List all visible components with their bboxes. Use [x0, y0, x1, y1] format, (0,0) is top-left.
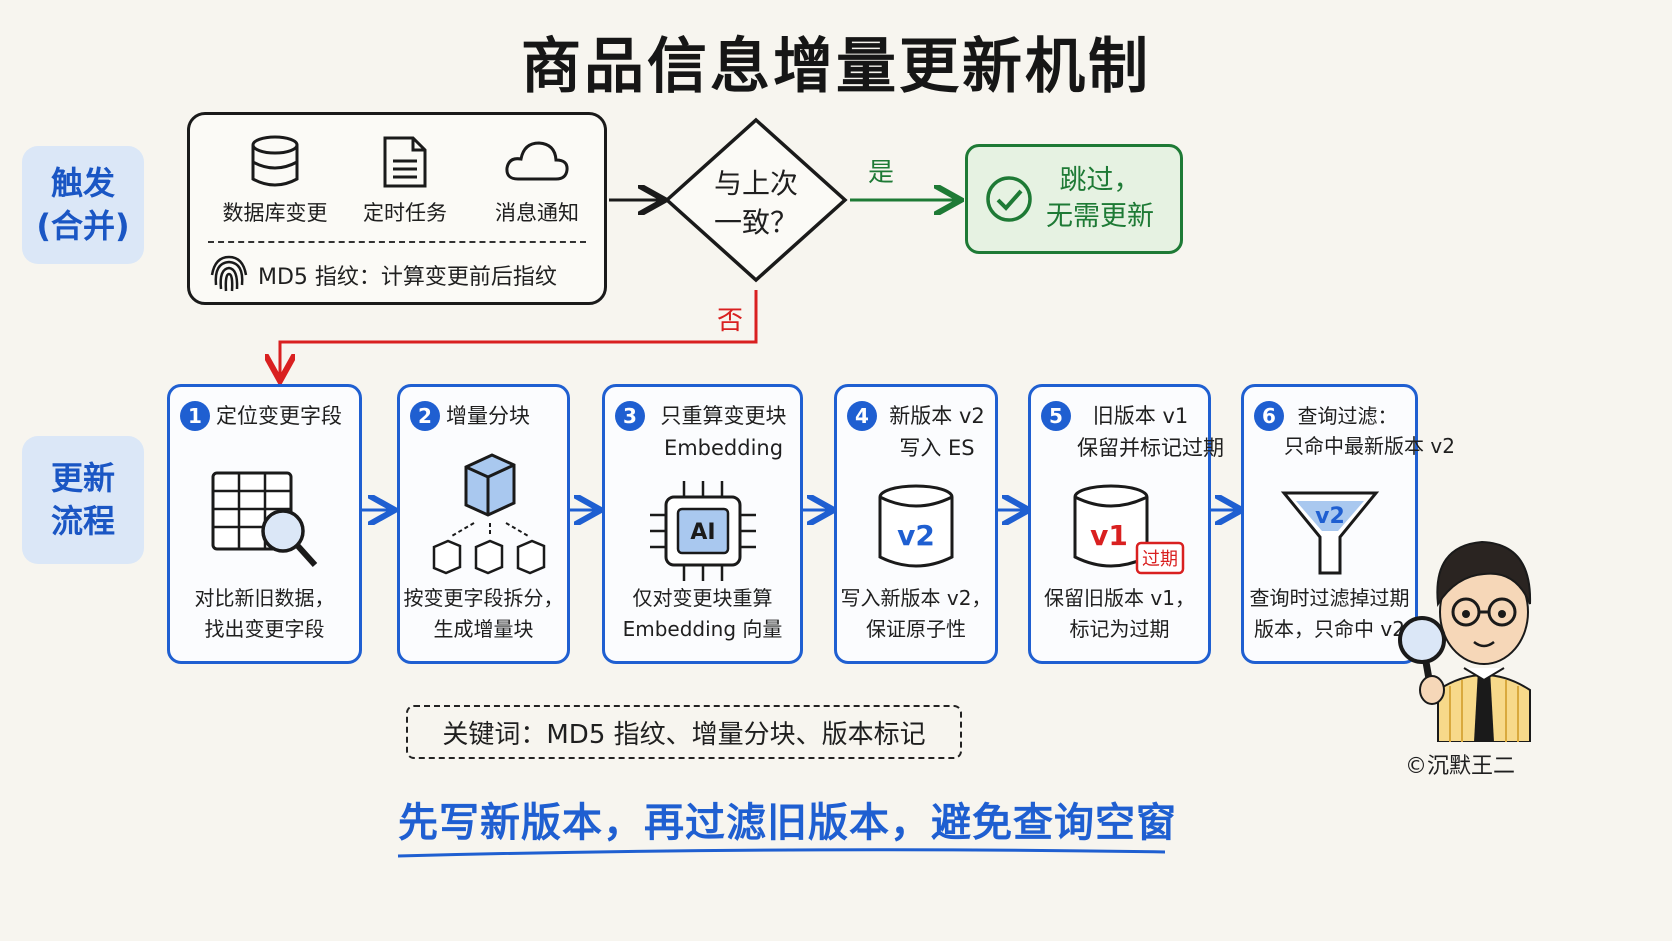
- footer-text: 先写新版本，再过滤旧版本，避免查询空窗: [398, 800, 1177, 846]
- skip-box: 跳过， 无需更新: [965, 144, 1183, 254]
- update-section-label: 更新 流程: [22, 436, 144, 564]
- document-icon: [383, 136, 427, 188]
- footer-underline: [397, 848, 1166, 858]
- source-scheduled-task: 定时任务: [340, 135, 470, 227]
- step-2-title: 增量分块: [446, 404, 530, 428]
- no-arrow: [280, 290, 758, 378]
- keywords-box: 关键词：MD5 指纹、增量分块、版本标记: [406, 705, 962, 759]
- step-4-number: 4: [847, 401, 877, 431]
- step-6-number: 6: [1254, 401, 1284, 431]
- step-2-card: 2 增量分块 按变更字段拆分， 生成增量块: [397, 384, 570, 664]
- step-6-desc: 查询时过滤掉过期 版本，只命中 v2: [1249, 586, 1410, 641]
- step-3-number: 3: [615, 401, 645, 431]
- keywords-text: 关键词：MD5 指纹、增量分块、版本标记: [442, 719, 926, 750]
- step-1-title: 定位变更字段: [216, 404, 342, 428]
- step-3-card: 3 只重算变更块 Embedding AI 仅对变更块重算 Embedding …: [602, 384, 803, 664]
- trigger-section-label: 触发 (合并): [22, 146, 144, 264]
- source-message-notification: 消息通知: [472, 135, 602, 227]
- step-6-icon-wrap: v2: [1244, 487, 1415, 577]
- page-title: 商品信息增量更新机制: [521, 32, 1151, 102]
- cube-split-icon: [432, 453, 545, 575]
- step-6-title: 查询过滤： 只命中最新版本 v2: [1284, 404, 1455, 458]
- check-circle-icon: [986, 176, 1032, 222]
- cloud-icon: [505, 141, 569, 181]
- decision-label: 与上次 一致？: [713, 167, 798, 240]
- step-2-desc: 按变更字段拆分， 生成增量块: [403, 586, 564, 641]
- yes-label: 是: [868, 158, 895, 188]
- source-scheduled-task-label: 定时任务: [363, 201, 447, 225]
- trigger-divider: [208, 241, 586, 243]
- step-1-number: 1: [180, 401, 210, 431]
- database-v1-badge: v1: [1090, 519, 1128, 552]
- source-database-change-label: 数据库变更: [222, 201, 328, 225]
- no-label: 否: [717, 306, 744, 336]
- expired-tag: 过期: [1142, 549, 1178, 570]
- table-search-icon: [211, 471, 317, 568]
- step-5-title: 旧版本 v1 保留并标记过期: [1077, 404, 1224, 460]
- step-4-icon-wrap: v2: [837, 483, 995, 573]
- step-5-card: 5 旧版本 v1 保留并标记过期 v1 过期 保留旧版本 v1， 标记为过期: [1028, 384, 1224, 664]
- database-v2-icon: v2: [878, 484, 954, 568]
- decision-diamond: [664, 117, 848, 283]
- step-2-icon-wrap: [400, 451, 567, 577]
- trigger-box: 数据库变更 定时任务 消息通知 MD5 指纹：计算变更前后指纹: [187, 112, 607, 305]
- ai-chip-icon: AI: [649, 481, 756, 581]
- step-1-icon-wrap: [170, 469, 359, 579]
- update-section-label-text: 更新 流程: [50, 458, 115, 540]
- step-4-title: 新版本 v2 写入 ES: [889, 404, 985, 460]
- database-v1-icon: v1 过期: [1073, 484, 1184, 575]
- md5-row: MD5 指纹：计算变更前后指纹: [210, 255, 557, 295]
- database-icon: [251, 135, 299, 187]
- copyright: ©沉默王二: [1405, 754, 1516, 779]
- step-3-desc: 仅对变更块重算 Embedding 向量: [622, 586, 783, 641]
- skip-text: 跳过， 无需更新: [1046, 164, 1154, 232]
- step-5-desc: 保留旧版本 v1， 标记为过期: [1044, 586, 1195, 641]
- step-3-title: 只重算变更块 Embedding: [660, 404, 787, 460]
- step-4-desc: 写入新版本 v2， 保证原子性: [840, 586, 992, 641]
- step-1-card: 1 定位变更字段 对比新旧数据， 找出变更字段: [167, 384, 362, 664]
- trigger-section-label-text: 触发 (合并): [36, 163, 130, 245]
- step-5-number: 5: [1041, 401, 1071, 431]
- step-2-number: 2: [410, 401, 440, 431]
- step-4-card: 4 新版本 v2 写入 ES v2 写入新版本 v2， 保证原子性: [834, 384, 998, 664]
- fingerprint-icon: [210, 255, 248, 292]
- md5-text: MD5 指纹：计算变更前后指纹: [258, 265, 557, 290]
- step-6-card: 6 查询过滤： 只命中最新版本 v2 v2 查询时过滤掉过期 版本，只命中 v2: [1241, 384, 1455, 664]
- source-message-notification-label: 消息通知: [495, 201, 579, 225]
- funnel-icon: v2: [1280, 491, 1379, 575]
- step-1-desc: 对比新旧数据， 找出变更字段: [194, 586, 335, 641]
- mascot-illustration: [1398, 540, 1532, 742]
- funnel-badge: v2: [1315, 504, 1345, 529]
- ai-chip-text: AI: [690, 520, 715, 545]
- step-3-icon-wrap: AI: [605, 475, 800, 587]
- source-database-change: 数据库变更: [210, 135, 340, 227]
- database-v2-badge: v2: [897, 519, 935, 552]
- step-5-icon-wrap: v1 过期: [1031, 483, 1208, 579]
